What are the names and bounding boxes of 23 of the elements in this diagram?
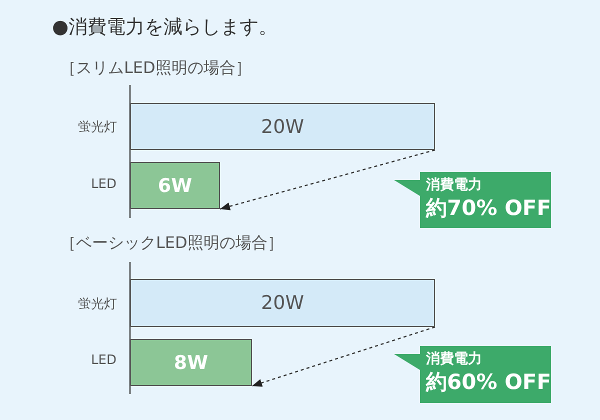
callout-badge <box>394 172 551 228</box>
section-heading: ［ベーシックLED照明の場合］ <box>60 233 284 254</box>
callout-heading: 消費電力 <box>426 350 482 368</box>
bar-value: 20W <box>261 116 304 138</box>
bar-value: 6W <box>158 174 192 196</box>
arrow <box>252 326 436 387</box>
bar-value: 20W <box>261 292 304 314</box>
bar <box>130 339 252 386</box>
title: ●消費電力を減らします。 <box>52 15 278 40</box>
section-heading: ［スリムLED照明の場合］ <box>60 58 252 79</box>
callout-value: 約60% OFF <box>426 369 552 396</box>
axis-label: LED <box>91 353 116 368</box>
bar <box>130 103 435 150</box>
axis-label: 蛍光灯 <box>78 119 117 136</box>
callout-value: 約70% OFF <box>426 195 552 222</box>
arrow <box>220 149 436 210</box>
axis-label: 蛍光灯 <box>78 296 117 313</box>
callout-badge <box>394 346 551 403</box>
bar <box>130 162 220 209</box>
bar-value: 8W <box>174 352 208 374</box>
axis-label: LED <box>91 177 116 192</box>
bar <box>130 279 435 327</box>
callout-heading: 消費電力 <box>426 176 482 194</box>
